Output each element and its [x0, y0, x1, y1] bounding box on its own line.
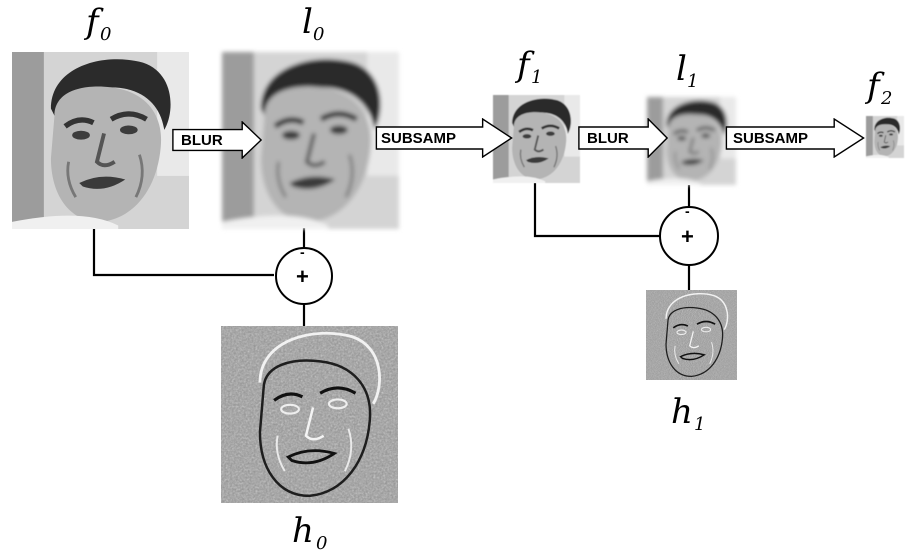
svg-text:2: 2: [880, 88, 892, 109]
image-f0: [12, 52, 189, 229]
f1-to-sum1-line: [533, 183, 660, 238]
sum-node-1-minus: -: [685, 203, 690, 219]
svg-text:1: 1: [687, 71, 698, 92]
blur-arrow-1-label: BLUR: [587, 130, 629, 147]
label-f0: f 0: [83, 2, 111, 45]
sum-node-0: + -: [275, 244, 333, 305]
svg-text:0: 0: [316, 533, 327, 554]
sum-node-0-minus: -: [300, 244, 305, 260]
f0-to-sum0-line: [92, 228, 274, 277]
connector-lines: [92, 183, 691, 326]
svg-text:l: l: [302, 2, 313, 42]
label-f1: f 1: [514, 45, 542, 88]
svg-text:1: 1: [694, 414, 705, 435]
label-h0: h 0: [292, 511, 327, 554]
subsamp-arrow-1-label: SUBSAMP: [733, 130, 808, 147]
sum-node-1: + -: [659, 203, 719, 266]
label-f2: f 2: [864, 66, 892, 109]
label-l1: l 1: [676, 49, 698, 92]
subsamp-arrow-1: SUBSAMP: [725, 118, 865, 158]
image-f2: [866, 116, 904, 158]
blur-arrow-0: BLUR: [172, 121, 262, 159]
subsamp-arrow-0: SUBSAMP: [375, 118, 513, 158]
image-h1: [646, 290, 737, 380]
blur-arrow-1: BLUR: [578, 118, 668, 158]
svg-text:0: 0: [313, 24, 324, 45]
sum-node-0-plus: +: [296, 264, 309, 289]
svg-text:0: 0: [100, 24, 111, 45]
svg-text:1: 1: [531, 67, 542, 88]
subsamp-arrow-0-label: SUBSAMP: [381, 130, 456, 147]
svg-text:h: h: [292, 511, 314, 551]
blur-arrow-0-label: BLUR: [181, 132, 223, 149]
svg-text:l: l: [676, 49, 687, 89]
image-h0: [221, 326, 398, 503]
svg-text:h: h: [671, 392, 693, 432]
label-l0: l 0: [302, 2, 324, 45]
sum-node-1-plus: +: [681, 224, 694, 249]
label-h1: h 1: [671, 392, 705, 435]
